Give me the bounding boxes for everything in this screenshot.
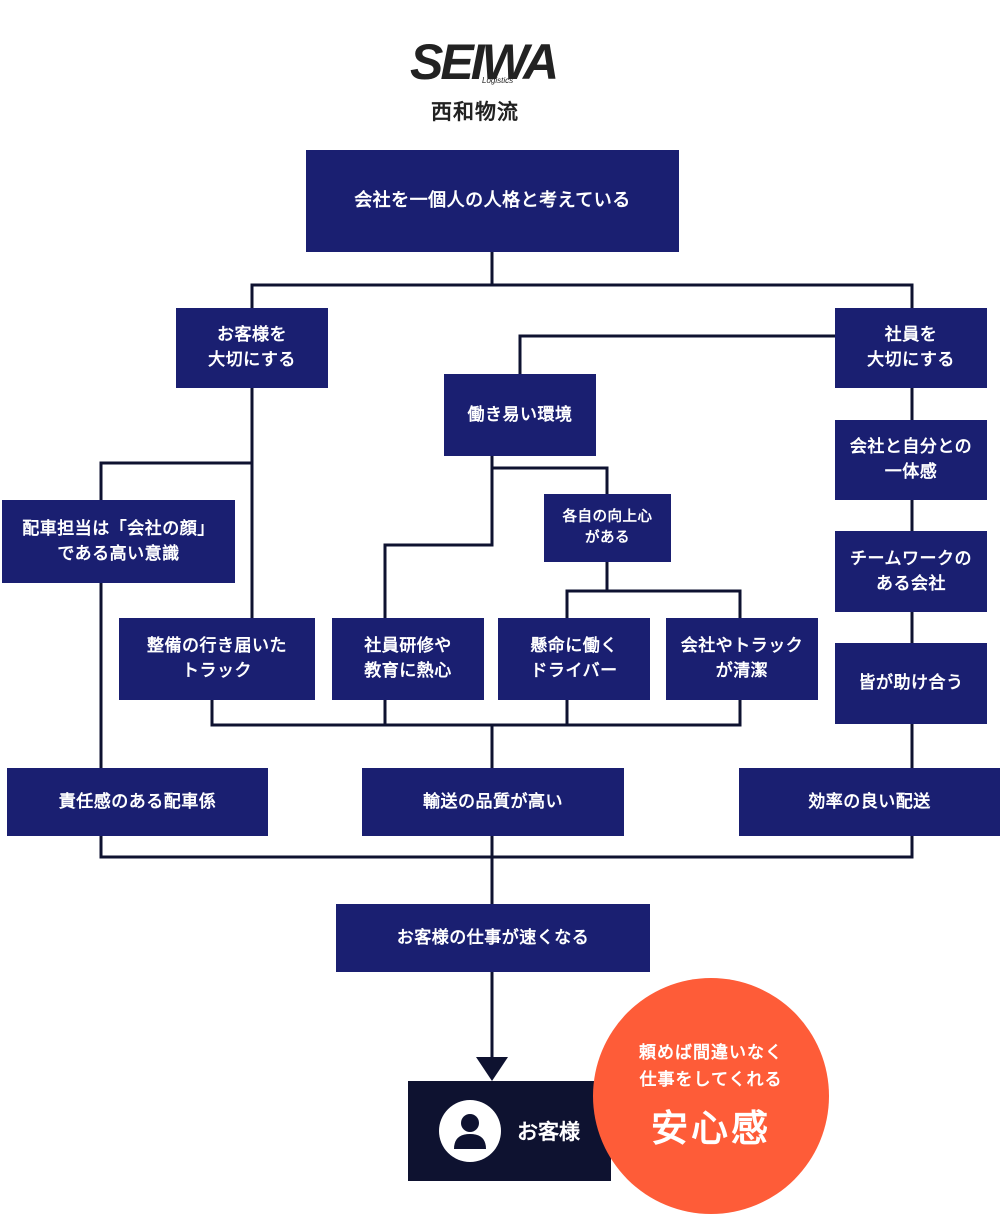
logo-mark: SEIWA bbox=[410, 34, 559, 90]
node-training: 社員研修や 教育に熱心 bbox=[332, 618, 484, 700]
node-customer-care: お客様を 大切にする bbox=[176, 308, 328, 388]
node-quality: 輸送の品質が高い bbox=[362, 768, 624, 836]
connector-row3-merge bbox=[210, 700, 742, 727]
connector-employee-to-workenv bbox=[518, 334, 835, 374]
node-employee-care: 社員を 大切にする bbox=[835, 308, 987, 388]
connector-selfimprove-to-clean bbox=[567, 589, 742, 618]
reassurance-badge: 頼めば間違いなく 仕事をしてくれる 安心感 bbox=[593, 978, 829, 1214]
node-dispatch-face: 配車担当は「会社の顔」 である高い意識 bbox=[2, 500, 235, 583]
badge-main: 安心感 bbox=[651, 1107, 771, 1151]
node-maintained-trucks: 整備の行き届いた トラック bbox=[119, 618, 315, 700]
connector-root-split bbox=[250, 283, 914, 308]
customer-label: お客様 bbox=[517, 1120, 580, 1144]
node-mutual-help: 皆が助け合う bbox=[835, 643, 987, 724]
node-responsible: 責任感のある配車係 bbox=[7, 768, 268, 836]
seiwa-logo: SEIWA Logistics bbox=[400, 32, 559, 130]
node-hardworking: 懸命に働く ドライバー bbox=[498, 618, 650, 700]
customer-box: お客様 bbox=[408, 1081, 611, 1181]
arrow-down-icon bbox=[476, 1057, 508, 1081]
connector-workenv-to-selfimprove bbox=[492, 466, 609, 494]
node-root: 会社を一個人の人格と考えている bbox=[306, 150, 679, 252]
connector-customer-to-dispatch bbox=[99, 461, 252, 500]
node-efficient: 効率の良い配送 bbox=[739, 768, 1000, 836]
logo-sub: Logistics bbox=[482, 76, 514, 85]
node-work-env: 働き易い環境 bbox=[444, 374, 596, 456]
connector-workenv-to-training bbox=[383, 456, 494, 618]
user-icon bbox=[439, 1100, 501, 1162]
node-self-improve: 各自の向上心 がある bbox=[544, 494, 671, 562]
node-faster: お客様の仕事が速くなる bbox=[336, 904, 650, 972]
node-clean: 会社やトラック が清潔 bbox=[666, 618, 818, 700]
badge-line-1: 頼めば間違いなく bbox=[639, 1042, 783, 1063]
node-unity: 会社と自分との 一体感 bbox=[835, 420, 987, 500]
connector-bottom-merge bbox=[99, 836, 914, 859]
badge-line-2: 仕事をしてくれる bbox=[639, 1070, 783, 1090]
node-teamwork: チームワークの ある会社 bbox=[835, 531, 987, 612]
company-name: 西和物流 bbox=[431, 100, 519, 124]
